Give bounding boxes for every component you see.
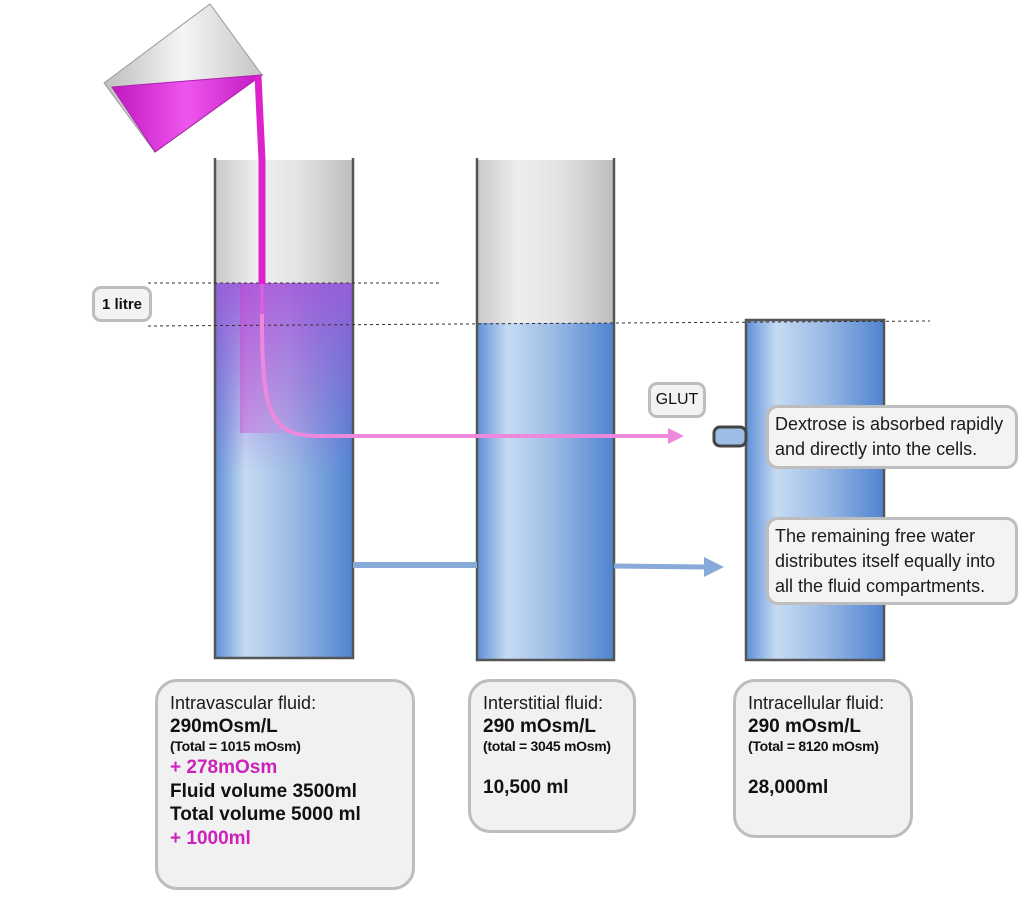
intravascular-column	[213, 158, 355, 660]
intracellular-volume: 28,000ml	[748, 776, 829, 798]
level-line-lower	[147, 320, 931, 327]
intravascular-total-osm: (Total = 1015 mOsm)	[170, 738, 301, 755]
dextrose-note: Dextrose is absorbed rapidly and directl…	[766, 405, 1018, 469]
glut-label: GLUT	[648, 382, 706, 418]
interstitial-osm: 290 mOsm/L	[483, 715, 596, 737]
interstitial-total-osm: (total = 3045 mOsm)	[483, 738, 611, 755]
dextrose-arrow	[260, 313, 670, 438]
interstitial-column	[475, 158, 616, 662]
free-water-arrowhead	[704, 557, 724, 577]
interstitial-info-box: Interstitial fluid: 290 mOsm/L (total = …	[468, 679, 636, 833]
intracellular-title: Intracellular fluid:	[748, 693, 885, 713]
glut-transporter-icon	[712, 425, 748, 448]
litre-label: 1 litre	[92, 286, 152, 322]
intravascular-added-osm: + 278mOsm	[170, 756, 278, 778]
intracellular-osm: 290 mOsm/L	[748, 715, 861, 737]
free-water-arrow-right	[613, 563, 707, 570]
interstitial-volume: 10,500 ml	[483, 776, 569, 798]
intravascular-title: Intravascular fluid:	[170, 693, 317, 713]
intracellular-column	[744, 318, 886, 662]
intracellular-info-box: Intracellular fluid: 290 mOsm/L (Total =…	[733, 679, 913, 838]
intracellular-total-osm: (Total = 8120 mOsm)	[748, 738, 879, 755]
dextrose-arrowhead	[668, 428, 684, 444]
pitcher	[103, 3, 264, 153]
free-water-note: The remaining free water distributes its…	[766, 517, 1018, 605]
intravascular-osm: 290mOsm/L	[170, 715, 278, 737]
interstitial-title: Interstitial fluid:	[483, 693, 604, 713]
intravascular-fluid-volume: Fluid volume 3500ml	[170, 780, 357, 802]
intravascular-info-box: Intravascular fluid: 290mOsm/L (Total = …	[155, 679, 415, 890]
pour-stream	[254, 75, 266, 284]
intravascular-added-volume: + 1000ml	[170, 828, 251, 849]
intravascular-total-volume: Total volume 5000 ml	[170, 804, 361, 826]
